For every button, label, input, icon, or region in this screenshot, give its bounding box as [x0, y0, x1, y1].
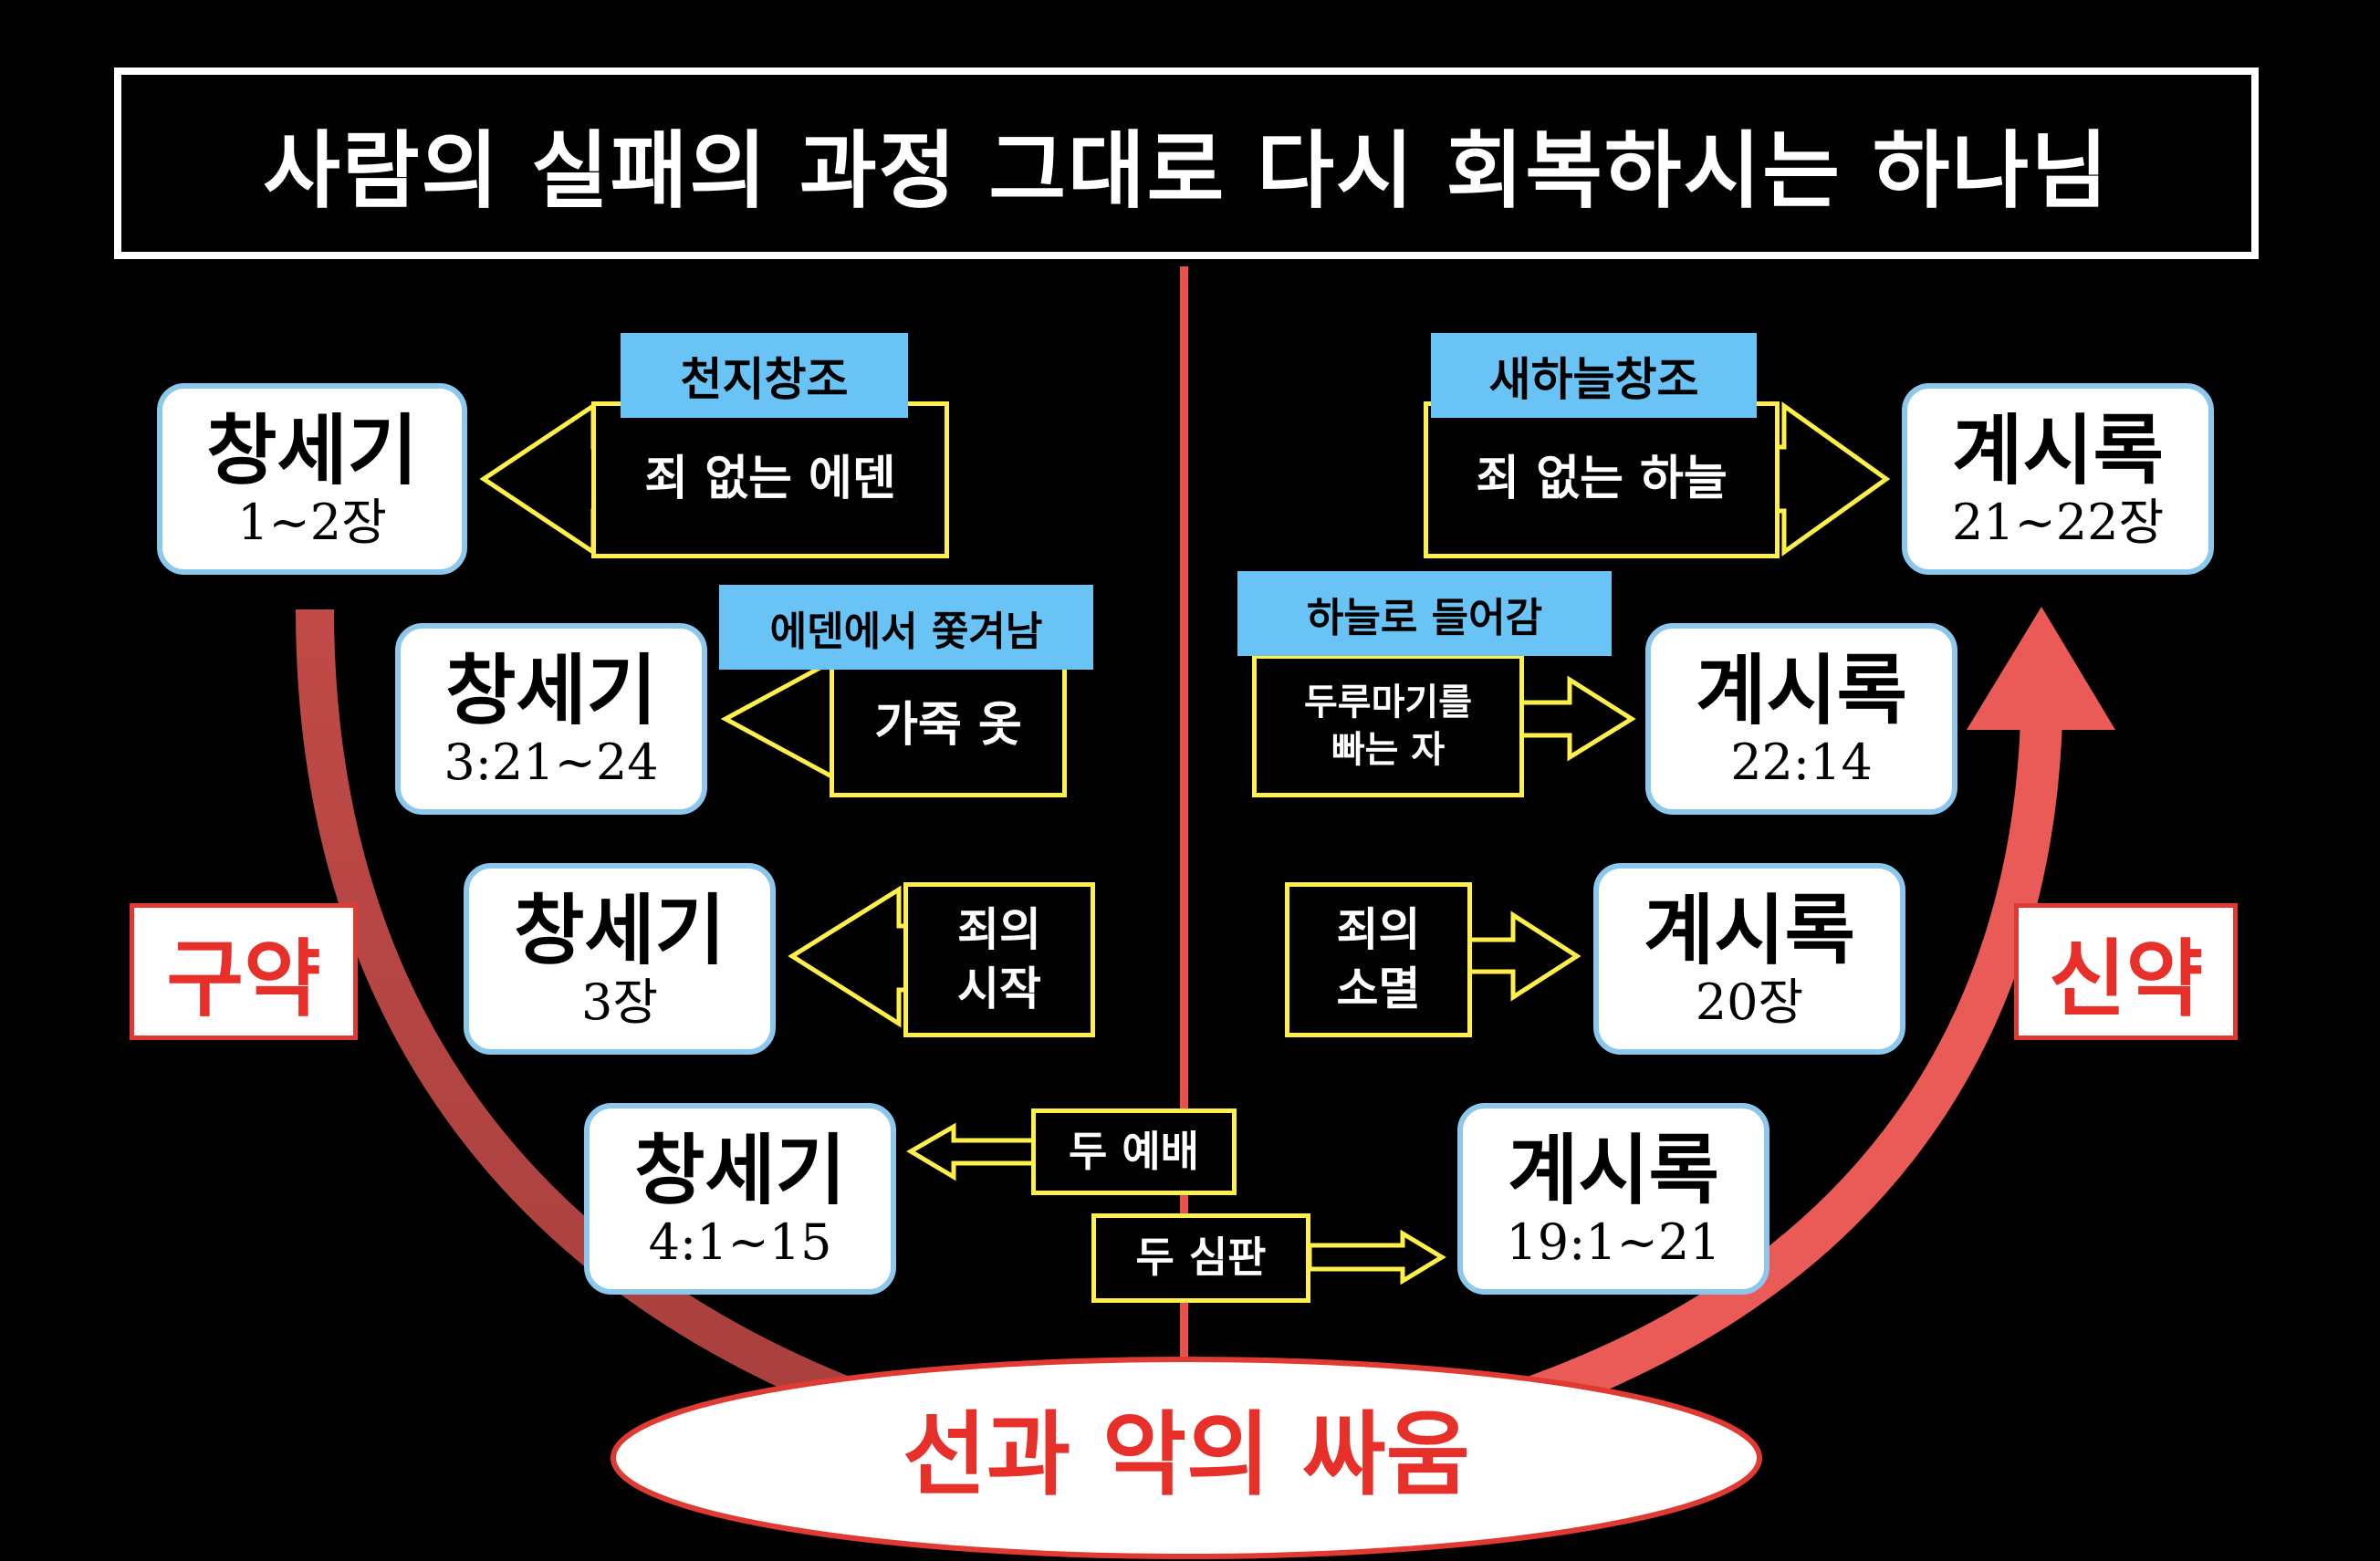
verse-ref: 22:14	[1730, 734, 1873, 792]
right-note-two-judgments: 두 심판	[1091, 1213, 1310, 1303]
verse-ref: 1~2장	[237, 494, 387, 552]
genesis-3-box: 창세기 3장	[464, 863, 776, 1055]
note-text: 가죽 옷	[874, 697, 1022, 753]
right-note-robe: 두루마기를 빠는 자	[1252, 654, 1524, 797]
note-text: 두 심판	[1135, 1233, 1267, 1283]
new-testament-curve-arrow	[1445, 720, 2062, 1444]
note-text: 죄의 시작	[957, 903, 1041, 1015]
verse-ref: 20장	[1695, 973, 1804, 1032]
verse-ref: 21~22장	[1951, 494, 2165, 552]
note-text: 두루마기를 빠는 자	[1304, 681, 1472, 771]
book-title: 계시록	[1696, 644, 1907, 735]
book-title: 창세기	[514, 884, 725, 975]
revelation-19-box: 계시록 19:1~21	[1457, 1103, 1769, 1295]
battle-label: 선과 악의 싸움	[903, 1400, 1470, 1508]
center-divider-line	[1180, 266, 1188, 1425]
book-title: 계시록	[1508, 1124, 1719, 1215]
old-testament-curve-arrow	[296, 609, 928, 1441]
left-tag-expelled: 에덴에서 쫓겨남	[719, 585, 1093, 670]
genesis-3-21-box: 창세기 3:21~24	[395, 623, 707, 815]
revelation-21-22-box: 계시록 21~22장	[1902, 383, 2214, 575]
left-note-two-worship: 두 예배	[1031, 1108, 1237, 1195]
page-title: 사람의 실패의 과정 그대로 다시 회복하시는 하나님	[114, 68, 2259, 259]
left-note-leather: 가죽 옷	[830, 654, 1067, 797]
verse-ref: 3:21~24	[444, 734, 659, 792]
right-note-heaven: 죄 없는 하늘	[1424, 401, 1780, 558]
revelation-20-box: 계시록 20장	[1593, 863, 1905, 1055]
note-text: 두 예배	[1069, 1126, 1199, 1176]
genesis-1-2-box: 창세기 1~2장	[157, 383, 467, 575]
book-title: 창세기	[206, 404, 418, 495]
note-text: 죄의 소멸	[1336, 903, 1421, 1015]
verse-ref: 19:1~21	[1506, 1213, 1721, 1272]
verse-ref: 3장	[580, 973, 659, 1032]
note-text: 죄 없는 하늘	[1476, 452, 1728, 507]
right-tag-new-heaven: 새하늘창조	[1431, 333, 1757, 418]
book-title: 창세기	[445, 644, 657, 735]
note-text: 죄 없는 에덴	[644, 452, 896, 507]
left-tag-creation: 천지창조	[621, 333, 908, 418]
old-testament-label: 구약	[130, 903, 358, 1040]
left-note-sin-start: 죄의 시작	[903, 882, 1095, 1037]
right-tag-enter-heaven: 하늘로 들어감	[1237, 571, 1612, 656]
right-note-sin-end: 죄의 소멸	[1285, 882, 1472, 1037]
new-testament-label: 신약	[2014, 903, 2238, 1040]
revelation-22-14-box: 계시록 22:14	[1645, 623, 1957, 815]
book-title: 계시록	[1952, 404, 2164, 495]
verse-ref: 4:1~15	[648, 1213, 832, 1272]
genesis-4-box: 창세기 4:1~15	[584, 1103, 896, 1295]
book-title: 창세기	[634, 1124, 846, 1215]
new-testament-arrowhead	[1967, 607, 2115, 730]
book-title: 계시록	[1644, 884, 1855, 975]
